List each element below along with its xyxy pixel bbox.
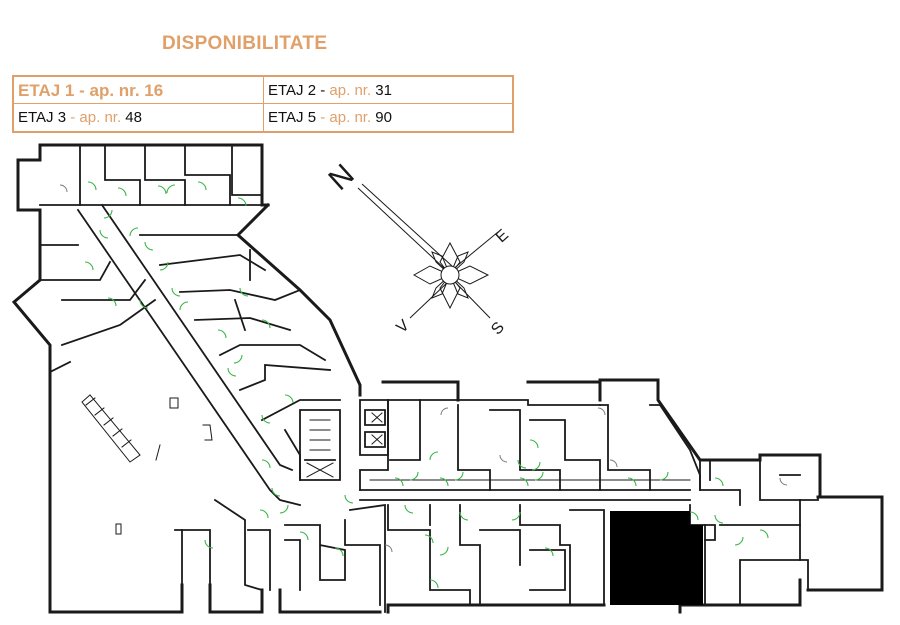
- availability-table: ETAJ 1 - ap. nr. 16 ETAJ 2 - ap. nr. 31 …: [12, 75, 514, 133]
- floor-label: ETAJ 3: [18, 109, 67, 126]
- ap-label: ap. nr.: [79, 109, 122, 126]
- door-swings: [84, 181, 769, 589]
- compass-south-label: S: [488, 319, 508, 338]
- compass-west-label: V: [393, 317, 413, 337]
- ap-label: ap. nr.: [329, 82, 372, 99]
- compass-north-label: N: [322, 158, 360, 197]
- compass-east-label: E: [493, 226, 512, 246]
- ap-number: 16: [144, 81, 164, 100]
- ap-number: 90: [375, 109, 392, 126]
- ap-number: 31: [375, 82, 392, 99]
- floor-label: ETAJ 5: [268, 109, 317, 126]
- door-marks: [59, 184, 788, 553]
- ap-label: ap. nr.: [89, 81, 140, 100]
- availability-cell-floor-5[interactable]: ETAJ 5 - ap. nr. 90: [268, 109, 392, 126]
- ap-number: 48: [125, 109, 142, 126]
- ap-label: ap. nr.: [329, 109, 372, 126]
- availability-cell-floor-3[interactable]: ETAJ 3 - ap. nr. 48: [14, 104, 264, 131]
- unit-unavailable[interactable]: [610, 511, 703, 605]
- page-title: DISPONIBILITATE: [162, 33, 328, 54]
- floor-label: ETAJ 1: [18, 81, 75, 100]
- floor-label: ETAJ 2: [268, 82, 317, 99]
- compass-rose-icon: [357, 183, 499, 319]
- availability-cell-floor-1[interactable]: ETAJ 1 - ap. nr. 16: [14, 77, 264, 104]
- availability-cell-floor-2[interactable]: ETAJ 2 - ap. nr. 31: [264, 77, 512, 104]
- floor-plan-walls: [11, 143, 884, 614]
